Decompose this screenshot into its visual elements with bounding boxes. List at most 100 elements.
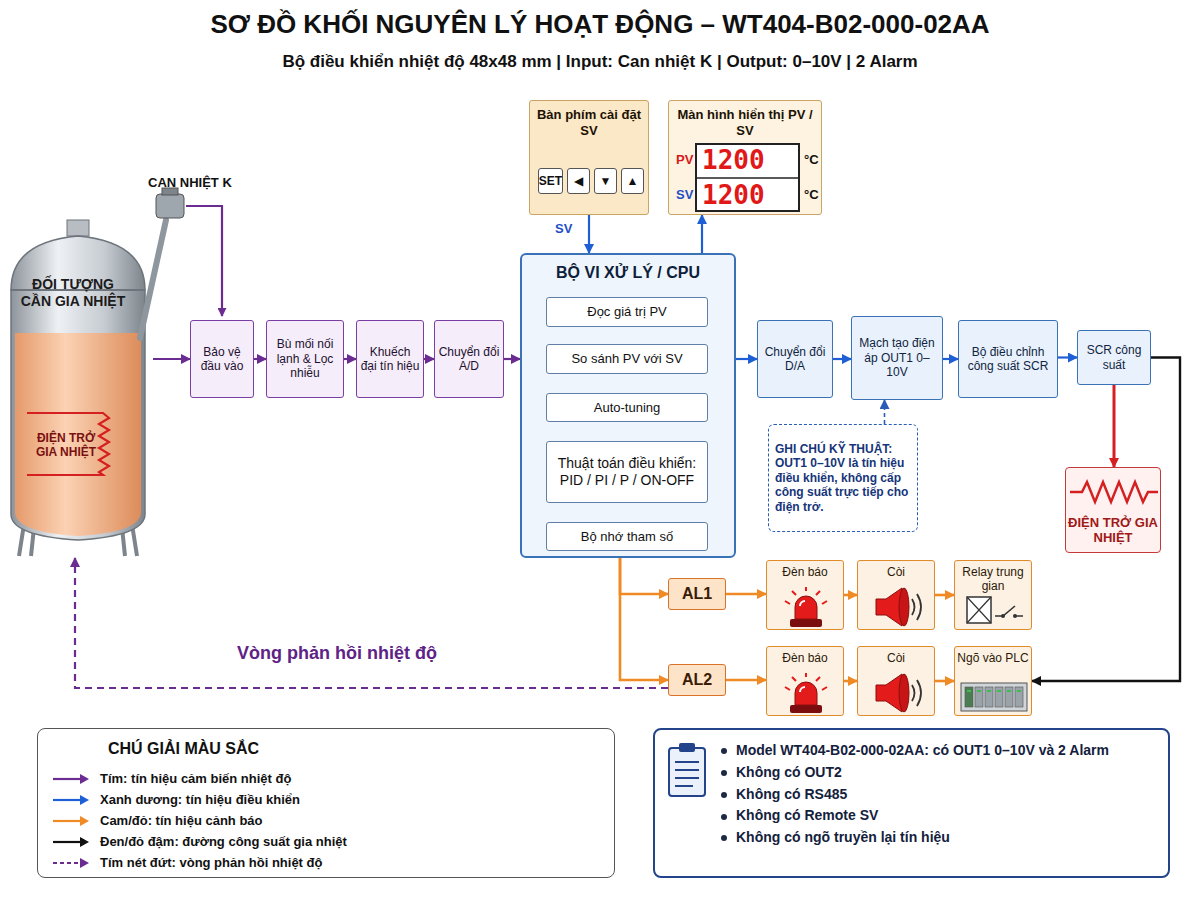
- node-text: Còi: [887, 651, 905, 665]
- node-text: SET: [539, 174, 562, 188]
- signal-connector: [943, 358, 958, 360]
- model-info-panel: Model WT404-B02-000-02AA: có OUT1 0–10V …: [653, 728, 1170, 878]
- signal-connector: [884, 400, 886, 424]
- connector-label: Vòng phản hồi nhiệt độ: [235, 643, 439, 664]
- heated-tank: ĐỐI TƯỢNG CẦN GIA NHIỆT ĐIỆN TRỞ GIA NHIỆ…: [5, 218, 153, 558]
- legend-line-sample: [52, 857, 90, 869]
- legend-line-sample: [52, 773, 90, 785]
- unit-label: °C: [804, 153, 819, 168]
- node-text: Ngõ vào PLC: [957, 651, 1028, 665]
- signal-connector: [153, 358, 190, 360]
- signal-connector: [254, 358, 266, 360]
- node-text: Relay trung gian: [957, 565, 1029, 594]
- node-text: ĐỐI TƯỢNG CẦN GIA NHIỆT: [15, 276, 131, 310]
- output-stage-box: Chuyển đổi D/A: [757, 320, 833, 398]
- legend-line-sample: [52, 815, 90, 827]
- hmi-panel: Bàn phím cài đặt SV SET ◀ ▼ ▲: [529, 100, 649, 215]
- heater-resistor-box: ĐIỆN TRỞ GIA NHIỆT: [1065, 467, 1161, 553]
- input-stage-box: Bảo vệ đầu vào: [190, 320, 254, 398]
- signal-connector: [344, 358, 356, 360]
- node-text: SCR công suất: [1081, 343, 1147, 372]
- signal-connector: [620, 558, 668, 594]
- signal-connector: [1113, 385, 1116, 467]
- legend-line-sample: [52, 794, 90, 806]
- node-text: Bảo vệ đầu vào: [194, 345, 250, 374]
- node-text: ▲: [627, 174, 639, 188]
- node-text: Còi: [887, 565, 905, 579]
- tank-heater-element: ĐIỆN TRỞ GIA NHIỆT: [25, 405, 125, 485]
- pv-readout: 1200: [702, 146, 765, 176]
- node-text: AL1: [682, 584, 712, 603]
- signal-connector: [504, 358, 520, 360]
- signal-connector: [833, 358, 851, 360]
- diagram-title: SƠ ĐỒ KHỐI NGUYÊN LÝ HOẠT ĐỘNG – WT404-B…: [0, 10, 1200, 40]
- legend-row: Xanh dương: tín hiệu điều khiển: [52, 792, 300, 808]
- tank-illustration: [5, 218, 153, 558]
- info-bullet: Không có OUT2: [721, 764, 842, 781]
- node-text: Chuyển đổi D/A: [761, 345, 829, 374]
- signal-connector: [844, 594, 857, 597]
- plc-modules: [965, 687, 1023, 707]
- node-text: Đèn báo: [782, 565, 827, 579]
- info-bullet: Không có Remote SV: [721, 807, 878, 824]
- signal-connector: [935, 680, 954, 683]
- pv-tag: PV: [676, 153, 693, 168]
- signal-connector: [1058, 356, 1077, 358]
- node-text: Khuếch đại tín hiệu: [360, 345, 420, 374]
- cpu-function-box: Bộ nhớ tham số: [546, 522, 708, 551]
- node-text: So sánh PV với SV: [571, 351, 682, 367]
- legend-row: Đen/đỏ đậm: đường công suất gia nhiệt: [52, 834, 347, 850]
- node-text: CHÚ GIẢI MÀU SẮC: [108, 739, 259, 758]
- input-stage-box: Khuếch đại tín hiệu: [356, 320, 424, 398]
- signal-connector: [701, 215, 703, 253]
- legend-text: Đen/đỏ đậm: đường công suất gia nhiệt: [100, 834, 347, 850]
- node-text: Auto-tuning: [594, 400, 661, 416]
- technical-note: GHI CHÚ KỸ THUẬT: OUT1 0–10V là tín hiệu…: [768, 424, 918, 532]
- cpu-block: BỘ VI XỬ LÝ / CPUĐọc giá trị PVSo sánh P…: [520, 253, 736, 558]
- input-stage-box: Chuyển đổi A/D: [434, 320, 504, 398]
- legend-line-sample: [52, 836, 90, 848]
- alarm-device-box: Còi: [857, 560, 935, 630]
- node-text: Bàn phím cài đặt SV: [534, 107, 644, 138]
- node-text: ▼: [600, 174, 612, 188]
- alarm-device-box: Còi: [857, 646, 935, 716]
- input-stage-box: Bù mối nối lạnh & Lọc nhiễu: [266, 320, 344, 398]
- info-bullet: Model WT404-B02-000-02AA: có OUT1 0–10V …: [721, 742, 1109, 759]
- thermocouple-wire: [186, 206, 222, 316]
- sv-readout: 1200: [702, 181, 765, 211]
- legend-panel: CHÚ GIẢI MÀU SẮC Tím: tín hiệu cảm biến n…: [37, 728, 615, 878]
- alarm-device-box: Đèn báo: [766, 646, 844, 716]
- output-stage-box: Bộ điều chỉnh công suất SCR: [958, 320, 1058, 398]
- node-text: Màn hình hiển thị PV / SV: [673, 107, 817, 138]
- signal-connector: [588, 215, 590, 253]
- signal-connector: [844, 680, 857, 683]
- signal-connector: [424, 358, 434, 360]
- alarm-output-box: AL2: [668, 664, 726, 696]
- keypad-key: SET: [538, 168, 563, 194]
- sensor-label: CAN NHIỆT K: [148, 176, 232, 191]
- node-text: Đèn báo: [782, 651, 827, 665]
- node-text: ◀: [574, 174, 583, 188]
- info-bullet: Không có ngõ truyền lại tín hiệu: [721, 829, 950, 846]
- output-stage-box: Mạch tạo điện áp OUT1 0–10V: [851, 316, 943, 400]
- sv-tag: SV: [676, 188, 693, 203]
- signal-connector: [726, 593, 766, 596]
- node-text: ĐIỆN TRỞ GIA NHIỆT: [1068, 515, 1158, 546]
- alarm-device-box: Ngõ vào PLC: [954, 646, 1032, 716]
- signal-connector: [1032, 358, 1180, 682]
- node-text: Bộ nhớ tham số: [581, 529, 673, 545]
- alarm-output-box: AL1: [668, 578, 726, 610]
- signal-connector: [935, 594, 954, 597]
- cpu-function-box: Auto-tuning: [546, 393, 708, 422]
- legend-text: Cam/đỏ: tín hiệu cảnh báo: [100, 813, 263, 829]
- legend-row: Tím nét đứt: vòng phản hồi nhiệt độ: [52, 855, 322, 871]
- node-text: GHI CHÚ KỸ THUẬT: OUT1 0–10V là tín hiệu…: [775, 442, 911, 514]
- node-text: AL2: [682, 670, 712, 689]
- signal-connector: [620, 558, 668, 680]
- legend-text: Tím: tín hiệu cảm biến nhiệt độ: [100, 771, 291, 787]
- diagram-subtitle: Bộ điều khiển nhiệt độ 48x48 mm | Input:…: [0, 52, 1200, 72]
- node-text: Chuyển đổi A/D: [438, 345, 500, 374]
- node-text: Thuật toán điều khiển: PID / PI / P / ON…: [550, 455, 704, 489]
- legend-row: Cam/đỏ: tín hiệu cảnh báo: [52, 813, 263, 829]
